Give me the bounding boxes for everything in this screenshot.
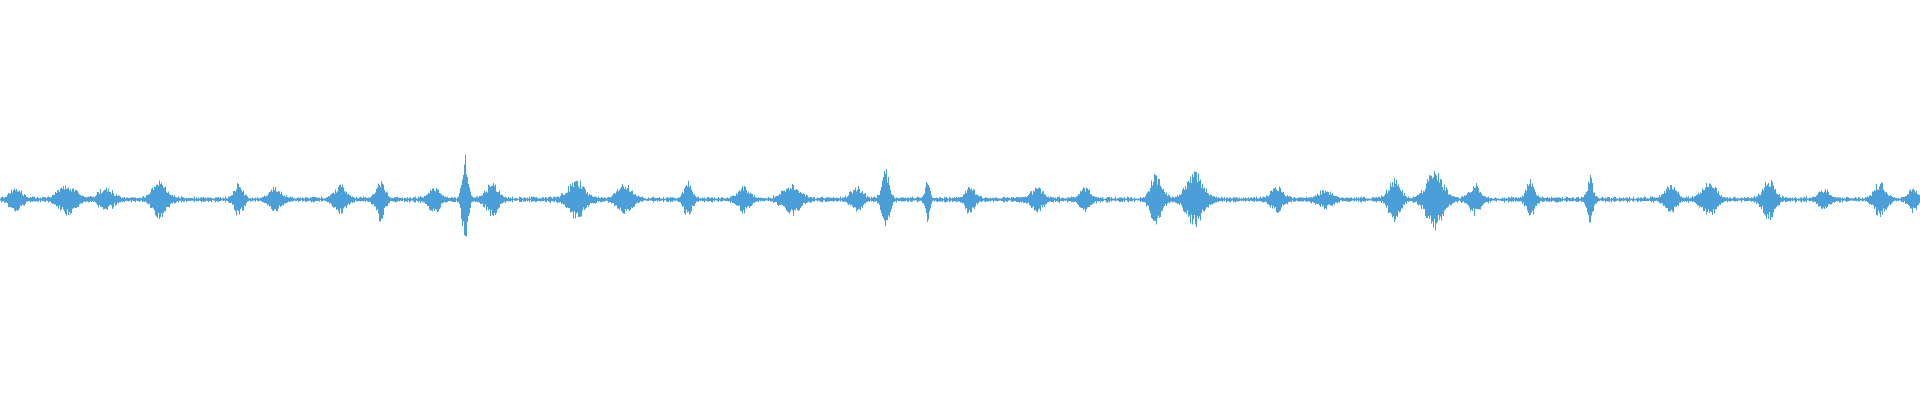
waveform-trace	[0, 154, 1920, 237]
